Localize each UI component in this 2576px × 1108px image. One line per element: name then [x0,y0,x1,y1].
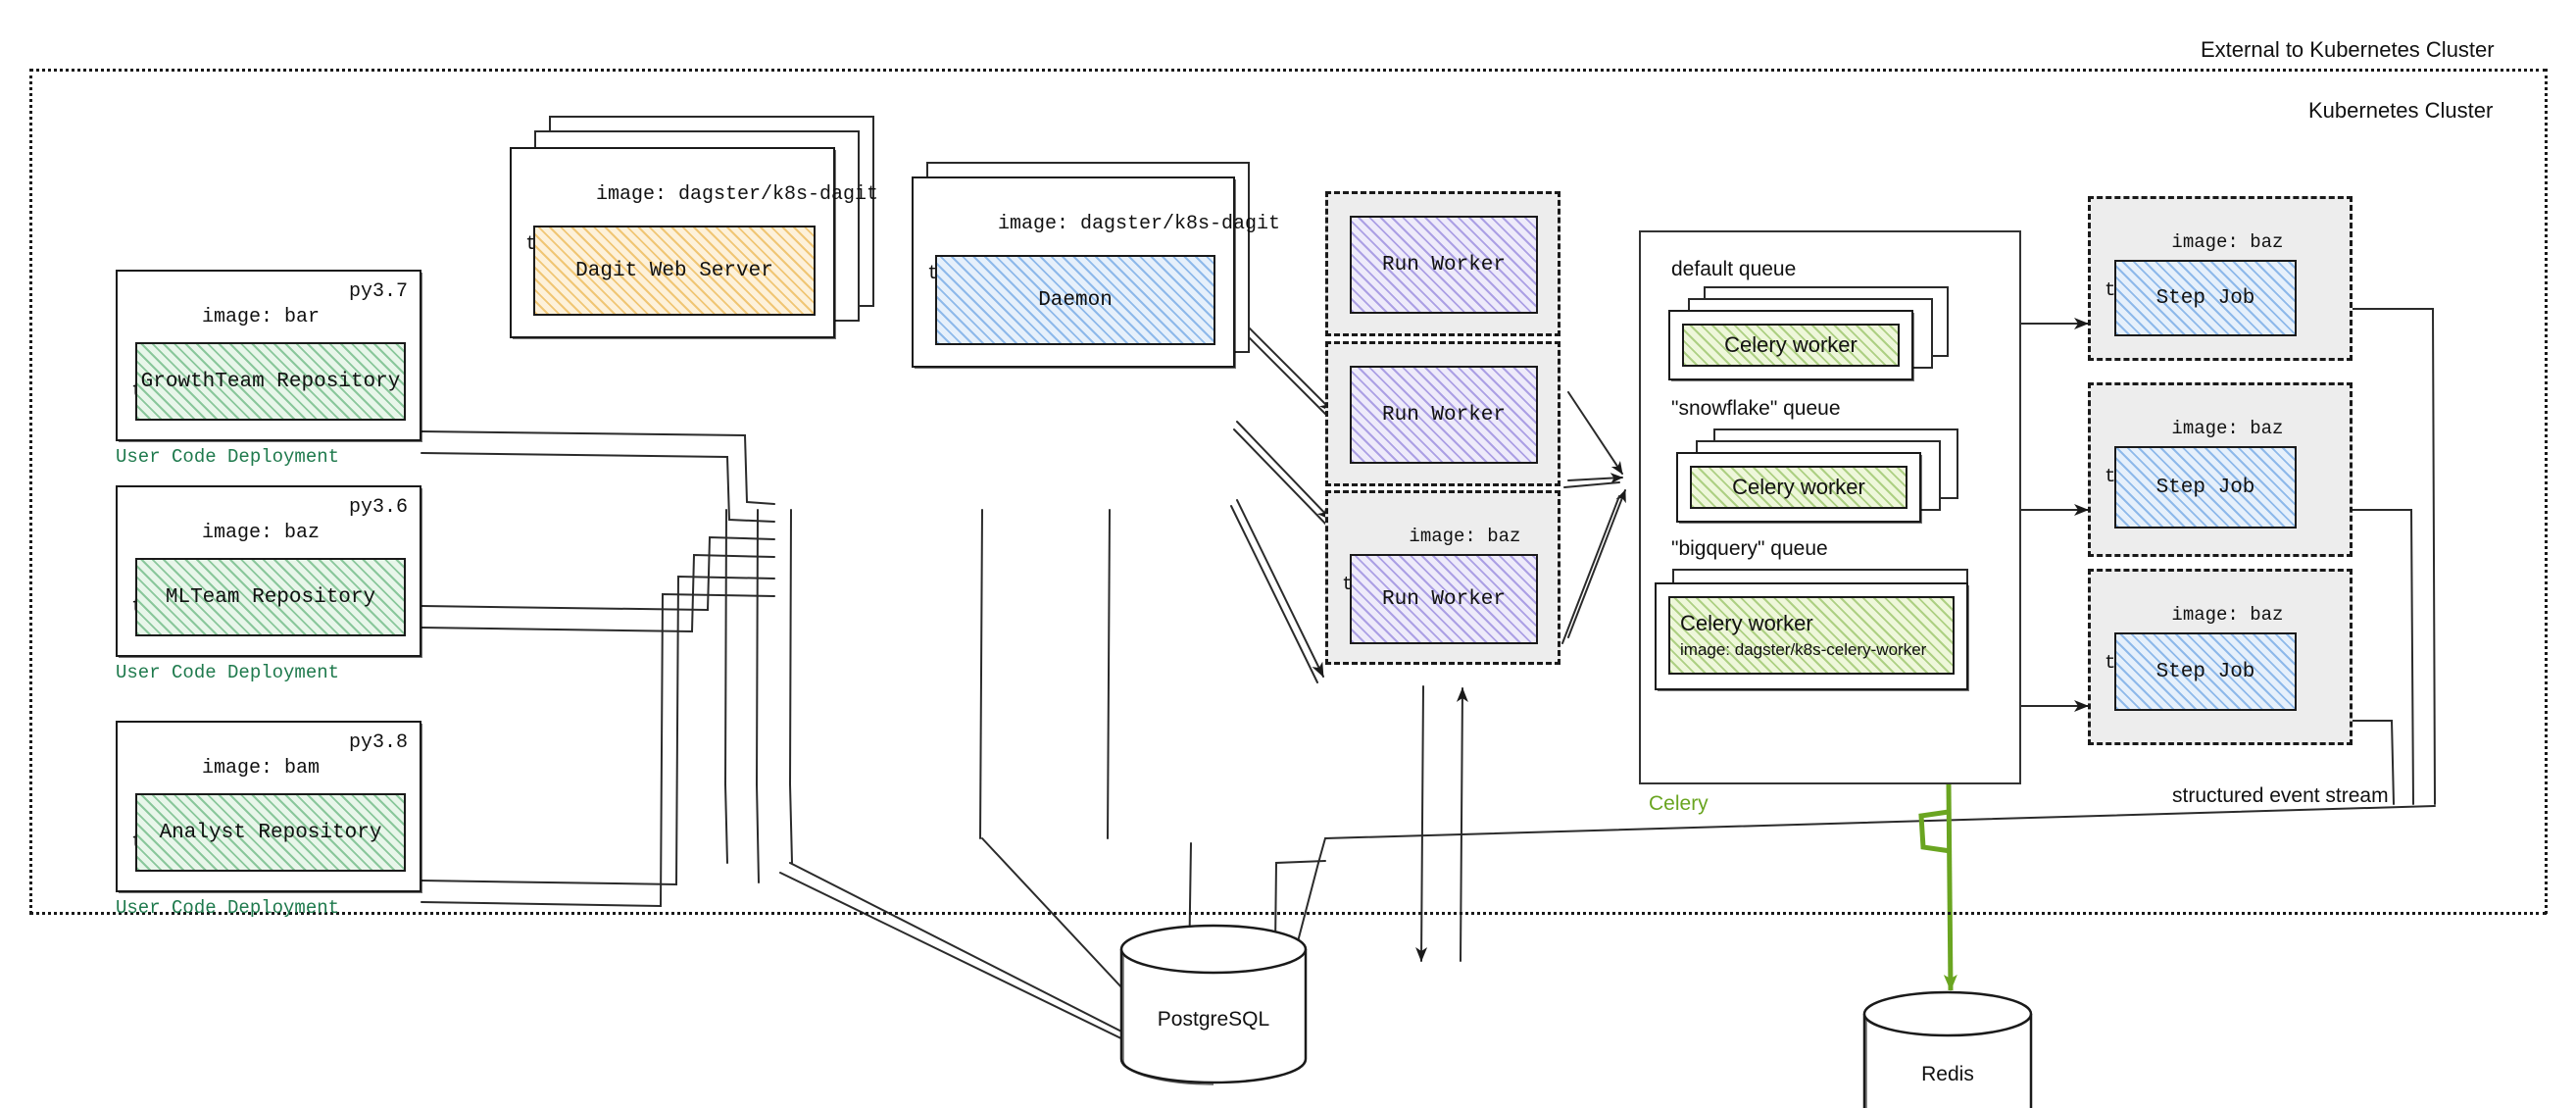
growthteam-repository[interactable]: GrowthTeam Repository [135,342,406,421]
daemon-image: image: dagster/k8s-dagit [998,212,1281,235]
analyst-python: py3.8 [348,731,408,754]
run-worker-pod-3[interactable]: image: baz tag: 6 Run Worker [1325,490,1560,665]
step-job-pod-3[interactable]: image: baz tag: 6 Step Job [2088,569,2353,745]
growthteam-image: image: bar [202,305,321,328]
celery-worker-bigquery[interactable]: Celery worker image: dagster/k8s-celery-… [1655,582,1968,690]
run-worker-pod-1[interactable]: Run Worker [1325,191,1560,336]
user-code-deployment-analyst[interactable]: image: bam py3.8 tag: latest Analyst Rep… [116,721,421,892]
mlteam-repository[interactable]: MLTeam Repository [135,558,406,636]
bigquery-queue-label: "bigquery" queue [1671,537,1828,560]
dagit-title[interactable]: Dagit Web Server [533,226,816,316]
external-boundary-bottom [29,912,2547,915]
step-job-pod-2[interactable]: image: baz tag: 6 Step Job [2088,382,2353,557]
step-job-2-image: image: baz [2171,418,2284,440]
mlteam-image: image: baz [202,521,321,544]
step-job-1[interactable]: Step Job [2114,260,2297,336]
user-code-deployment-mlteam[interactable]: image: baz py3.6 tag: 6 MLTeam Repositor… [116,485,421,657]
mlteam-python: py3.6 [348,496,408,519]
external-boundary-left [29,69,32,914]
default-queue-label: default queue [1671,258,1797,280]
snowflake-queue-label: "snowflake" queue [1671,397,1841,420]
celery-worker-bigquery-label: Celery worker [1680,611,1813,635]
analyst-image: image: bam [202,756,321,780]
step-job-1-image: image: baz [2171,231,2284,254]
step-job-3-image: image: baz [2171,604,2284,627]
dagit-web-server[interactable]: image: dagster/k8s-dagit tag: 0.11.0 Dag… [510,147,878,338]
mlteam-deployment-label: User Code Deployment [116,662,340,683]
celery-worker-default[interactable]: Celery worker [1668,310,1913,380]
run-worker-2[interactable]: Run Worker [1350,366,1538,464]
redis-label: Redis [1921,1063,1974,1085]
external-boundary-right [2545,69,2548,914]
analyst-deployment-label: User Code Deployment [116,897,340,919]
kubernetes-cluster-label: Kubernetes Cluster [2308,98,2494,123]
run-worker-1[interactable]: Run Worker [1350,216,1538,314]
celery-worker-snowflake[interactable]: Celery worker [1676,452,1921,523]
external-boundary-top [29,69,2547,72]
analyst-repository[interactable]: Analyst Repository [135,793,406,872]
postgresql-label: PostgreSQL [1157,1008,1270,1031]
step-job-3[interactable]: Step Job [2114,632,2297,711]
daemon-title[interactable]: Daemon [935,255,1215,345]
celery-worker-bigquery-image: image: dagster/k8s-celery-worker [1680,640,1927,659]
run-worker-3-image: image: baz [1409,526,1521,548]
structured-event-stream-label: structured event stream [2172,784,2389,807]
daemon-node[interactable]: image: dagster/k8s-dagit tag: 0.11.0 Dae… [912,176,1280,368]
postgresql-database[interactable]: PostgreSQL [1117,922,1310,1086]
redis-cylinder-shape [1862,990,2033,1108]
celery-label: Celery [1649,792,1709,815]
step-job-pod-1[interactable]: image: baz tag: 6 Step Job [2088,196,2353,361]
step-job-2[interactable]: Step Job [2114,446,2297,529]
celery-worker-snowflake-label[interactable]: Celery worker [1690,466,1907,509]
celery-worker-default-label[interactable]: Celery worker [1682,324,1900,367]
redis-database[interactable]: Redis [1860,988,2035,1108]
run-worker-3[interactable]: Run Worker [1350,554,1538,644]
growthteam-python: py3.7 [348,280,408,303]
postgresql-cylinder-shape [1119,924,1308,1085]
user-code-deployment-growthteam[interactable]: image: bar py3.7 tag: 5 GrowthTeam Repos… [116,270,421,441]
external-cluster-label: External to Kubernetes Cluster [2201,37,2495,62]
celery-worker-bigquery-box[interactable]: Celery worker image: dagster/k8s-celery-… [1668,596,1955,675]
growthteam-deployment-label: User Code Deployment [116,446,340,468]
dagit-image: image: dagster/k8s-dagit [596,182,879,206]
run-worker-pod-2[interactable]: Run Worker [1325,341,1560,486]
